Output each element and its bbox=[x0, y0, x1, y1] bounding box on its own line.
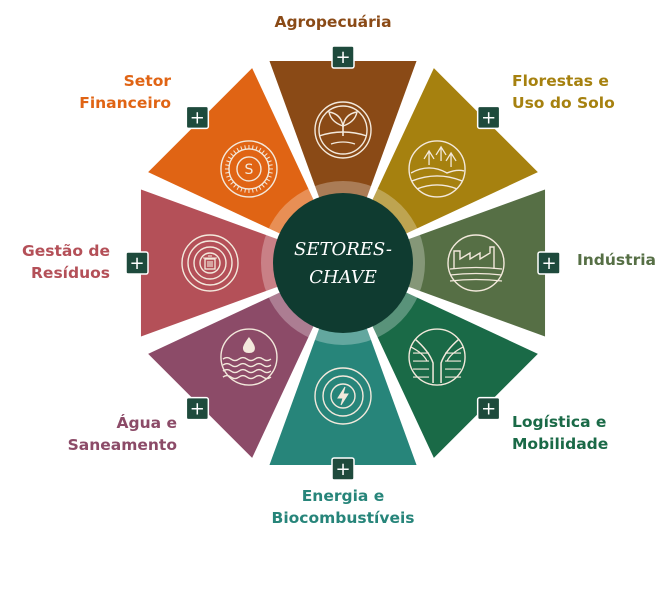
plus-button-industria[interactable]: + bbox=[537, 251, 561, 275]
plus-icon: + bbox=[190, 107, 205, 128]
water-drop-icon bbox=[220, 328, 278, 386]
plus-button-agropecuaria[interactable]: + bbox=[331, 45, 355, 69]
dollar-coin-icon: S bbox=[220, 140, 278, 198]
label-industria-line1: Indústria bbox=[577, 251, 656, 269]
plus-icon: + bbox=[481, 107, 496, 128]
label-financeiro-line1: Setor bbox=[123, 72, 171, 90]
label-energia: Energia e Biocombustíveis bbox=[243, 485, 443, 529]
center-circle bbox=[273, 193, 413, 333]
label-financeiro: Setor Financeiro bbox=[40, 70, 171, 114]
trash-icon bbox=[181, 234, 239, 292]
trees-hills-icon bbox=[408, 140, 466, 198]
plus-icon: + bbox=[335, 459, 350, 480]
label-florestas: Florestas e Uso do Solo bbox=[512, 70, 615, 114]
plus-button-energia[interactable]: + bbox=[331, 457, 355, 481]
label-residuos: Gestão de Resíduos bbox=[0, 240, 110, 284]
sector-financeiro[interactable] bbox=[148, 68, 315, 235]
plus-button-florestas[interactable]: + bbox=[476, 105, 501, 130]
label-florestas-line2: Uso do Solo bbox=[512, 94, 615, 112]
sector-logistica[interactable] bbox=[371, 291, 538, 458]
label-logistica-line1: Logística e bbox=[512, 413, 607, 431]
label-logistica: Logística e Mobilidade bbox=[512, 411, 608, 455]
label-agua-line2: Saneamento bbox=[67, 436, 177, 454]
label-residuos-line2: Resíduos bbox=[31, 264, 110, 282]
sector-agua[interactable] bbox=[148, 291, 315, 458]
plus-icon: + bbox=[190, 399, 205, 420]
label-residuos-line1: Gestão de bbox=[22, 242, 110, 260]
label-energia-line1: Energia e bbox=[301, 487, 385, 505]
label-florestas-line1: Florestas e bbox=[512, 72, 609, 90]
plus-icon: + bbox=[481, 399, 496, 420]
plus-button-residuos[interactable]: + bbox=[125, 251, 149, 275]
lightning-icon bbox=[314, 367, 372, 425]
label-agua-line1: Água e bbox=[116, 414, 178, 432]
plus-button-agua[interactable]: + bbox=[185, 396, 210, 421]
svg-text:S: S bbox=[245, 162, 254, 178]
label-industria: Indústria bbox=[577, 249, 656, 271]
label-financeiro-line2: Financeiro bbox=[79, 94, 171, 112]
plus-button-financeiro[interactable]: + bbox=[185, 105, 210, 130]
label-agua: Água e Saneamento bbox=[40, 412, 177, 456]
label-agropecuaria: Agropecuária bbox=[238, 11, 428, 33]
plus-icon: + bbox=[129, 253, 144, 274]
sector-florestas[interactable] bbox=[371, 68, 538, 235]
road-icon bbox=[408, 328, 466, 386]
center-title-line2: CHAVE bbox=[309, 267, 377, 288]
label-logistica-line2: Mobilidade bbox=[512, 435, 609, 453]
center-title-line1: SETORES- bbox=[294, 239, 392, 260]
sector-industria[interactable] bbox=[406, 189, 546, 337]
label-agropecuaria-line1: Agropecuária bbox=[274, 13, 392, 31]
plus-icon: + bbox=[335, 47, 350, 68]
sprout-icon bbox=[314, 101, 372, 159]
factory-icon bbox=[447, 234, 505, 292]
plus-icon: + bbox=[541, 253, 556, 274]
plus-button-logistica[interactable]: + bbox=[476, 396, 501, 421]
label-energia-line2: Biocombustíveis bbox=[271, 509, 415, 527]
